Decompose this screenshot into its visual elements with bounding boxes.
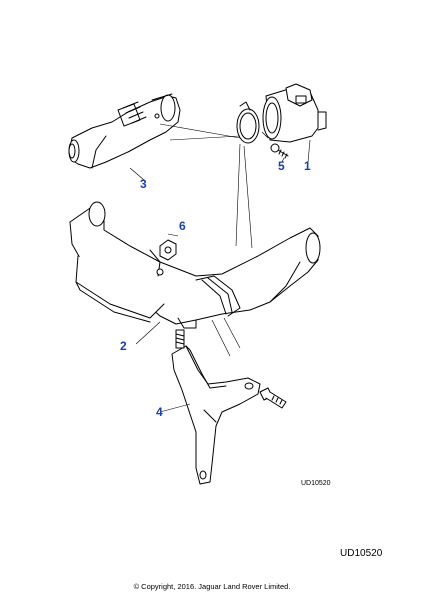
callout-3: 3 bbox=[140, 177, 147, 191]
hose-clamp bbox=[236, 101, 260, 144]
bracket-bolt bbox=[259, 387, 287, 409]
callout-1: 1 bbox=[304, 159, 311, 173]
callout-6: 6 bbox=[179, 219, 186, 233]
leader-lines bbox=[129, 123, 311, 413]
diagram-ref-code: UD10520 bbox=[301, 480, 331, 487]
nut bbox=[159, 239, 177, 261]
callout-4: 4 bbox=[156, 405, 163, 419]
mass-air-flow-sensor bbox=[262, 83, 327, 143]
callout-2: 2 bbox=[120, 339, 127, 353]
air-intake-duct-lower bbox=[69, 201, 321, 329]
screw bbox=[270, 143, 289, 159]
page-ref-code: UD10520 bbox=[340, 548, 383, 559]
callout-5: 5 bbox=[278, 159, 285, 173]
copyright-notice: © Copyright, 2016. Jaguar Land Rover Lim… bbox=[133, 582, 291, 591]
air-intake-duct-upper bbox=[68, 93, 181, 169]
mounting-bracket bbox=[171, 345, 261, 485]
bracket-stud bbox=[175, 329, 185, 349]
